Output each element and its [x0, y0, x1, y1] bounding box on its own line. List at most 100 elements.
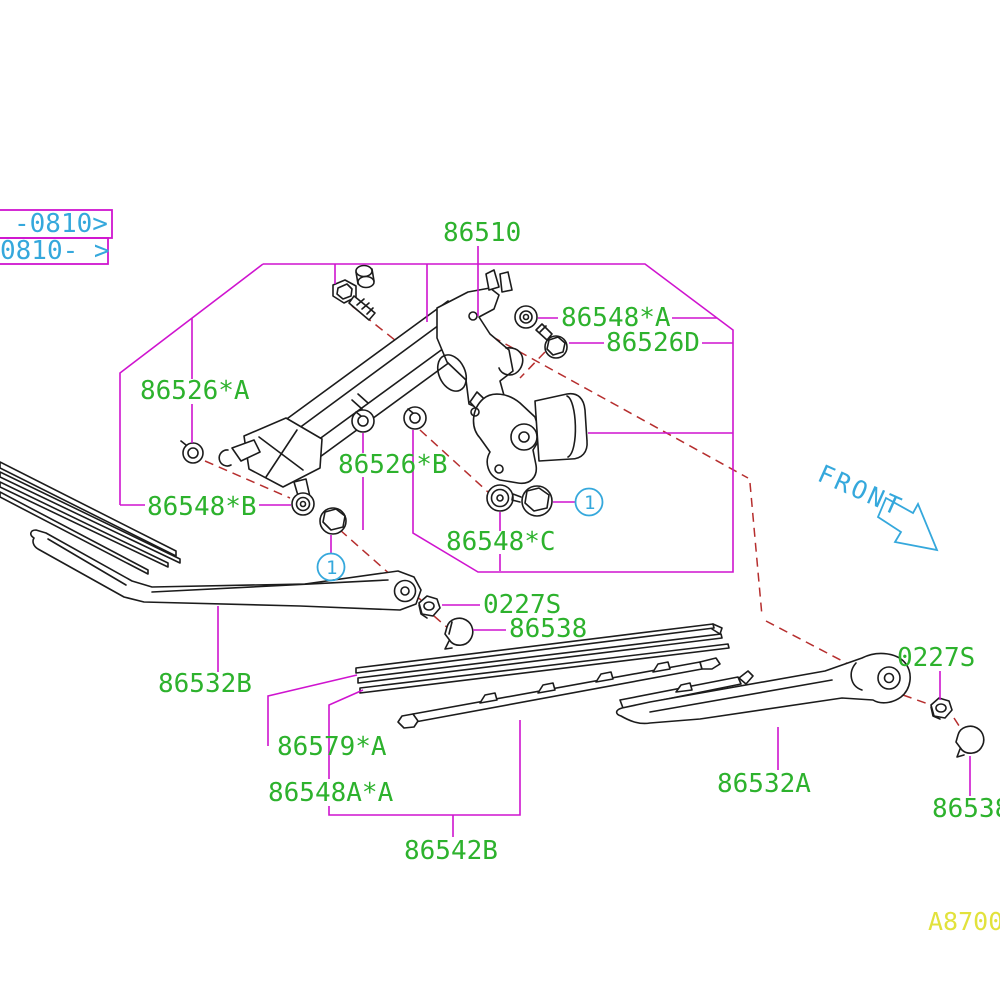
grommet-26a: [180, 440, 204, 464]
arm-inner-line: [47, 538, 127, 586]
part-label-86548c: 86548*C: [446, 527, 556, 557]
left-pivot-assembly: [218, 417, 323, 500]
part-label-0227s-left: 0227S: [483, 590, 561, 620]
part-label-86526a: 86526*A: [140, 376, 250, 406]
washer-nut-stub: [511, 493, 522, 503]
assembly-boundary: [263, 263, 734, 573]
frame-claw: [537, 682, 556, 694]
right-pivot-hole: [436, 354, 468, 392]
part-label-86532b: 86532B: [158, 669, 252, 699]
wiper-motor: [470, 392, 588, 485]
part-label-86538-right: 86538: [932, 794, 1000, 824]
mount-bolt-top: [332, 279, 376, 321]
callout-circle: [574, 487, 604, 517]
part-label-86542b: 86542B: [404, 836, 498, 866]
frame-claw: [479, 692, 498, 704]
blade-strip: [0, 461, 177, 557]
right-pivot-nut-cap: [930, 697, 985, 758]
leader-86548aa: [328, 689, 364, 779]
center-blade-assembly: [355, 623, 754, 729]
right-pivot-prong: [499, 271, 513, 293]
left-pivot-brace: [258, 429, 304, 478]
assembly-boundary-left: [119, 263, 264, 505]
frame-lower-rail: [619, 676, 742, 709]
part-label-86548aa: 86548A*A: [268, 778, 394, 808]
arm-pivot-hole: [883, 672, 895, 684]
leader-86579a: [267, 674, 358, 746]
revision-box-row2: [0, 237, 109, 265]
dash-long-steep: [749, 482, 763, 617]
rubber-strip: [355, 623, 715, 674]
front-direction-label: FRONT: [814, 459, 908, 522]
nut-left-hole: [423, 601, 435, 611]
right-pivot-prong: [485, 269, 500, 291]
grommet-c-ring: [490, 488, 510, 508]
callout-number: 1: [326, 557, 337, 579]
dash-bolt-d: [519, 351, 546, 379]
grommet-b: [291, 492, 315, 516]
grommet-b-group: [291, 492, 347, 535]
bushing-hole: [409, 412, 421, 424]
rod-collar: [351, 393, 369, 410]
dash-left-pivot: [204, 460, 291, 499]
part-label-86532a: 86532A: [717, 769, 811, 799]
dash-long-diagonal: [452, 314, 749, 479]
arm-outline: [615, 652, 911, 725]
blade-strip: [0, 491, 149, 575]
left-blade-strips: [0, 461, 181, 575]
part-label-86579a: 86579*A: [277, 732, 387, 762]
motor-worm-shaft: [518, 431, 530, 443]
grommet-tab: [180, 440, 187, 446]
bolt-head-inner: [336, 283, 353, 300]
frame-claw: [675, 682, 693, 693]
nut-right: [930, 697, 953, 719]
bolt-d-thread: [539, 325, 547, 333]
grommet-c-group: [486, 484, 553, 517]
grommet-a-ring: [519, 310, 533, 324]
right-wiper-arm: [615, 652, 911, 725]
frame-claw: [595, 671, 614, 683]
grommet-a-and-bolt-d: [514, 305, 568, 359]
blade-strip: [0, 481, 169, 568]
grommet-c-hole: [496, 494, 504, 502]
cap-right-notch: [956, 748, 965, 758]
dash-to-right-arm: [765, 620, 893, 688]
motor-end-cap: [566, 395, 577, 458]
left-pivot-fork: [231, 439, 261, 462]
dash-arm-to-nut-right: [902, 694, 949, 712]
arm-inner-line: [649, 679, 833, 713]
bushing-notch: [355, 411, 362, 417]
arm-inner-line: [151, 579, 389, 593]
right-pivot-fork: [498, 347, 524, 376]
left-pivot-clip: [218, 449, 232, 467]
blade-strip: [0, 471, 181, 564]
bushing-notch: [407, 408, 414, 414]
bushing-hole: [357, 415, 369, 427]
leader-86548aa-bracket: [328, 720, 521, 816]
arm-pivot-head: [877, 666, 901, 690]
nut-left-edge: [418, 604, 428, 619]
bushing: [403, 406, 427, 430]
drawing: [0, 264, 985, 758]
revision-box: -0810> 0810- >: [0, 209, 110, 266]
arm-pivot-head: [393, 579, 417, 603]
cap-right: [955, 725, 985, 754]
grommet: [182, 442, 204, 464]
part-label-86548b: 86548*B: [147, 492, 257, 522]
motor-hole: [470, 407, 480, 417]
dash-nut-to-arm-left: [339, 529, 393, 577]
leaders-and-boundary: [0, 209, 971, 837]
right-pivot-plate: [436, 287, 514, 414]
pivot-pin-bottom: [357, 275, 375, 289]
bushing: [351, 409, 375, 433]
part-label-86526d: 86526D: [606, 328, 700, 358]
arm-head-hook: [850, 662, 863, 691]
part-labels: 86510 86548*A 86526D 86526*A 86526*B 865…: [140, 218, 1000, 866]
grommet-a: [514, 305, 538, 329]
callout-number: 1: [584, 492, 595, 514]
callout-circle: [316, 552, 346, 582]
motor-worm-housing: [510, 423, 538, 451]
part-label-86526b: 86526*B: [338, 450, 448, 480]
grommet-b-ring: [295, 496, 311, 512]
